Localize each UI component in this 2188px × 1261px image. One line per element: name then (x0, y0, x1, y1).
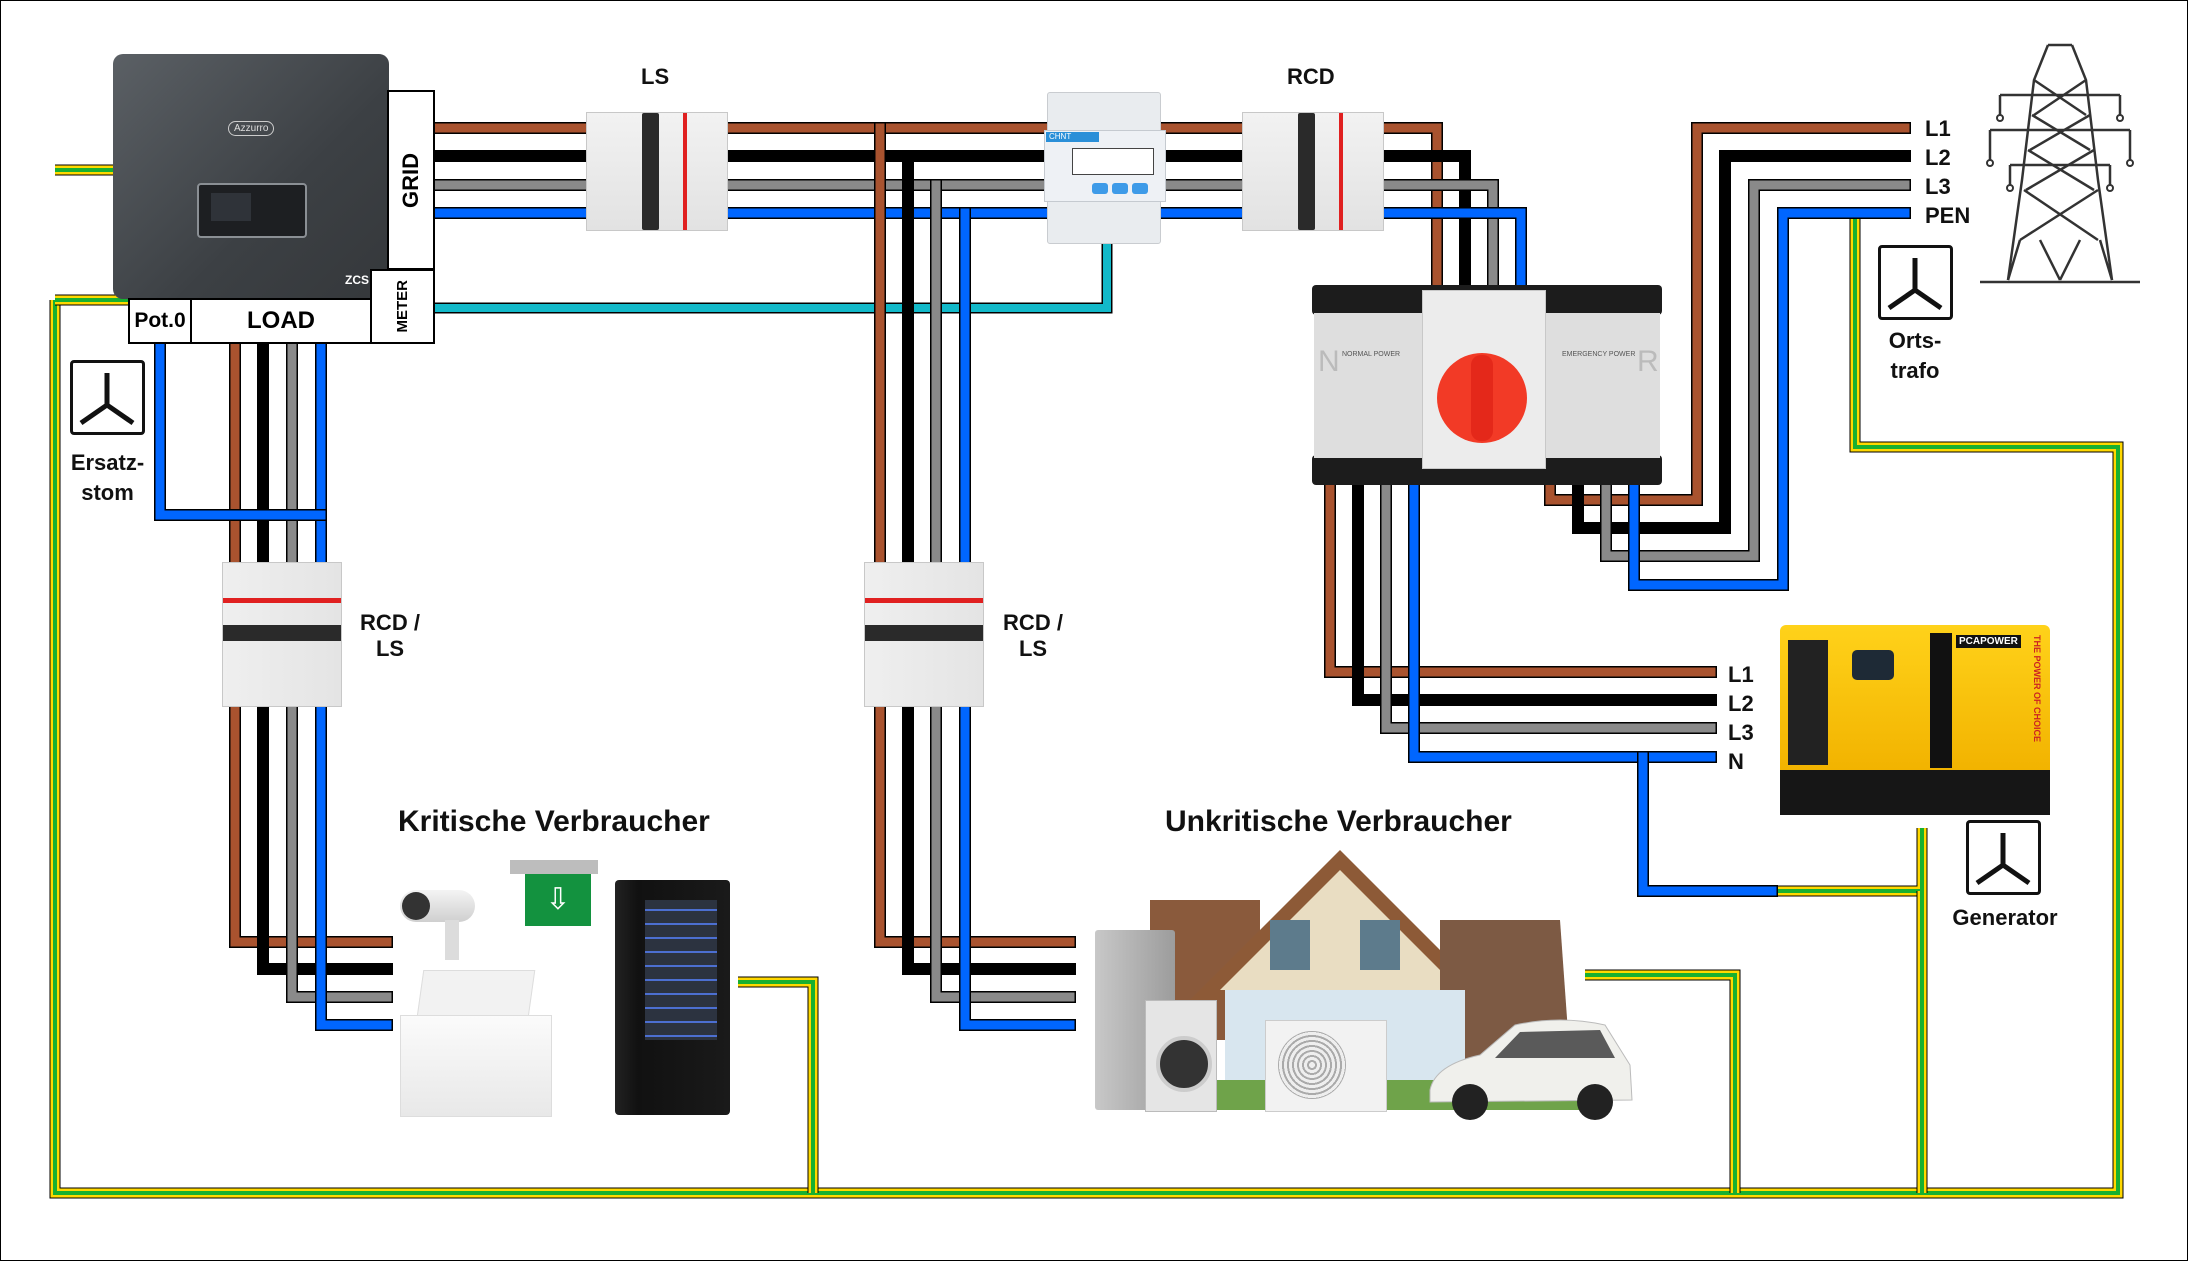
ats-gen-l1 (1325, 480, 1716, 677)
load-out-n-outline (315, 699, 393, 1031)
pe-wire-generator (1772, 828, 1928, 897)
wye-icon (1887, 258, 1943, 311)
rcd-ls-breaker-noncritical[interactable] (864, 562, 984, 707)
rcd-to-ats-l1 (1377, 123, 1442, 295)
mid-out-n (960, 700, 1075, 1030)
grid-l1 (1545, 123, 1910, 505)
mid-out-n-outline (959, 699, 1076, 1031)
critical-consumers-title: Kritische Verbraucher (398, 805, 710, 838)
rcd-to-ats-n (1377, 208, 1526, 295)
washing-machine (1145, 1000, 1217, 1112)
ortstrafo-symbol (1878, 245, 1953, 320)
generator-label: Generator (1952, 905, 2058, 930)
mid-out-l3-outline (930, 699, 1076, 1003)
air-conditioner-unit (1265, 1020, 1387, 1112)
load-port: LOAD (190, 298, 372, 344)
generator-brand: PCAPOWER (1956, 635, 2021, 648)
diesel-generator: PCAPOWER THE POWER OF CHOICE (1780, 625, 2050, 825)
ats-gen-l3-outline (1380, 479, 1717, 734)
load-out-l3-outline (286, 699, 393, 1003)
pe-wire-critical-layer1 (738, 977, 818, 1193)
mid-out-l1 (875, 700, 1075, 947)
pe-wire-critical-layer2 (738, 980, 815, 1193)
emergency-exit-sign: ⇩ (510, 860, 600, 935)
rcd-ls-label-critical: RCD /LS (360, 610, 420, 661)
rcd-to-ats-n-outline (1376, 207, 1527, 296)
meter-comm-line-outline (429, 236, 1113, 314)
wye-icon (79, 373, 135, 426)
mid-out-l2 (903, 700, 1075, 974)
pe-wire-generator-layer1 (1772, 828, 1927, 896)
load-out-l3 (287, 700, 392, 1002)
ls-label: LS (641, 64, 670, 89)
meter-arrow-button[interactable] (1132, 183, 1148, 194)
ats-gen-n (1409, 480, 1716, 762)
ats-gen-l3 (1381, 480, 1716, 733)
backup-source-symbol (70, 360, 145, 435)
smart-meter: CHNT (1044, 92, 1166, 244)
transmission-tower-icon (1980, 43, 2140, 284)
inverter-manufacturer: ZCS (345, 273, 369, 287)
grid-l3 (1601, 180, 1910, 561)
meter-brand: CHNT (1046, 132, 1099, 142)
pe-wire-generator-layer2 (1772, 828, 1924, 893)
mid-out-l3 (931, 700, 1075, 1002)
generator-tagline: THE POWER OF CHOICE (2032, 635, 2042, 743)
grid-port: GRID (387, 90, 435, 270)
rcd-ls-breaker-critical[interactable] (222, 562, 342, 707)
automatic-transfer-switch: N R NORMAL POWER EMERGENCY POWER (1312, 285, 1662, 485)
inverter-display (197, 183, 307, 238)
rcd-breaker[interactable] (1242, 112, 1384, 231)
rcd-label: RCD (1287, 64, 1335, 89)
pe-wire-noncritical-layer2 (1585, 973, 1737, 1193)
grid-n (1629, 208, 1910, 590)
generator-symbol (1966, 820, 2041, 895)
meter-esc-button[interactable] (1112, 183, 1128, 194)
rcd-to-ats-l3 (1377, 180, 1498, 295)
noncritical-consumers-title: Unkritische Verbraucher (1165, 805, 1512, 838)
load-out-n (316, 700, 392, 1030)
load-out-l1 (230, 700, 392, 947)
inverter-brand-logo: Azzurro (228, 121, 275, 136)
meter-comm-line (431, 238, 1111, 312)
wye-icon (1975, 833, 2031, 886)
ats-selector-knob[interactable] (1437, 353, 1527, 443)
generator-phase-labels: L1 L2 L3 N (1728, 662, 1754, 774)
ortstrafo-label: Orts-trafo (1888, 328, 1942, 383)
rcd-to-ats-l2 (1377, 151, 1470, 295)
chest-freezer (400, 970, 552, 1120)
backup-source-label: Ersatz-stom (70, 450, 145, 505)
ls-breaker[interactable] (586, 112, 728, 231)
gen-neutral-to-pe-outline (1637, 751, 1778, 897)
ats-gen-l2 (1353, 480, 1716, 705)
meter-set-button[interactable] (1092, 183, 1108, 194)
electric-car (1420, 1010, 1640, 1125)
grid-l2 (1573, 151, 1910, 533)
security-camera (400, 880, 480, 960)
pe-wire-critical (738, 976, 819, 1193)
rcd-to-ats-l2-outline (1376, 150, 1471, 296)
gen-neutral-to-pe (1638, 752, 1777, 896)
hybrid-inverter: Azzurro ZCS (113, 54, 389, 299)
pot0-neutral (155, 339, 326, 520)
meter-port: METER (370, 269, 435, 344)
grid-phase-labels: L1 L2 L3 PEN (1925, 116, 1971, 228)
meter-display (1072, 148, 1154, 175)
rcd-ls-label-noncritical: RCD /LS (1003, 610, 1063, 661)
pot0-port: Pot.0 (128, 298, 192, 344)
server-rack (615, 880, 730, 1115)
load-out-l2 (258, 700, 392, 974)
